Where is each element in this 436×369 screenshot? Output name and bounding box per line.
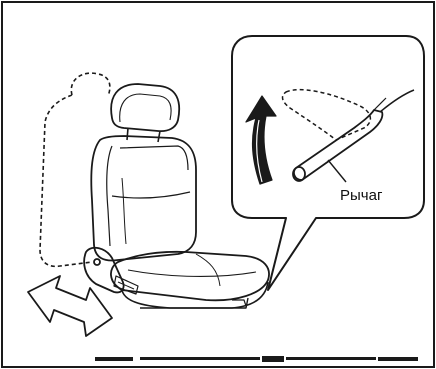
bottom-scan-band [95, 356, 418, 362]
reclined-seat-outline [40, 73, 110, 266]
lever-label: Рычаг [340, 187, 383, 204]
seat-side-panel [84, 248, 123, 293]
